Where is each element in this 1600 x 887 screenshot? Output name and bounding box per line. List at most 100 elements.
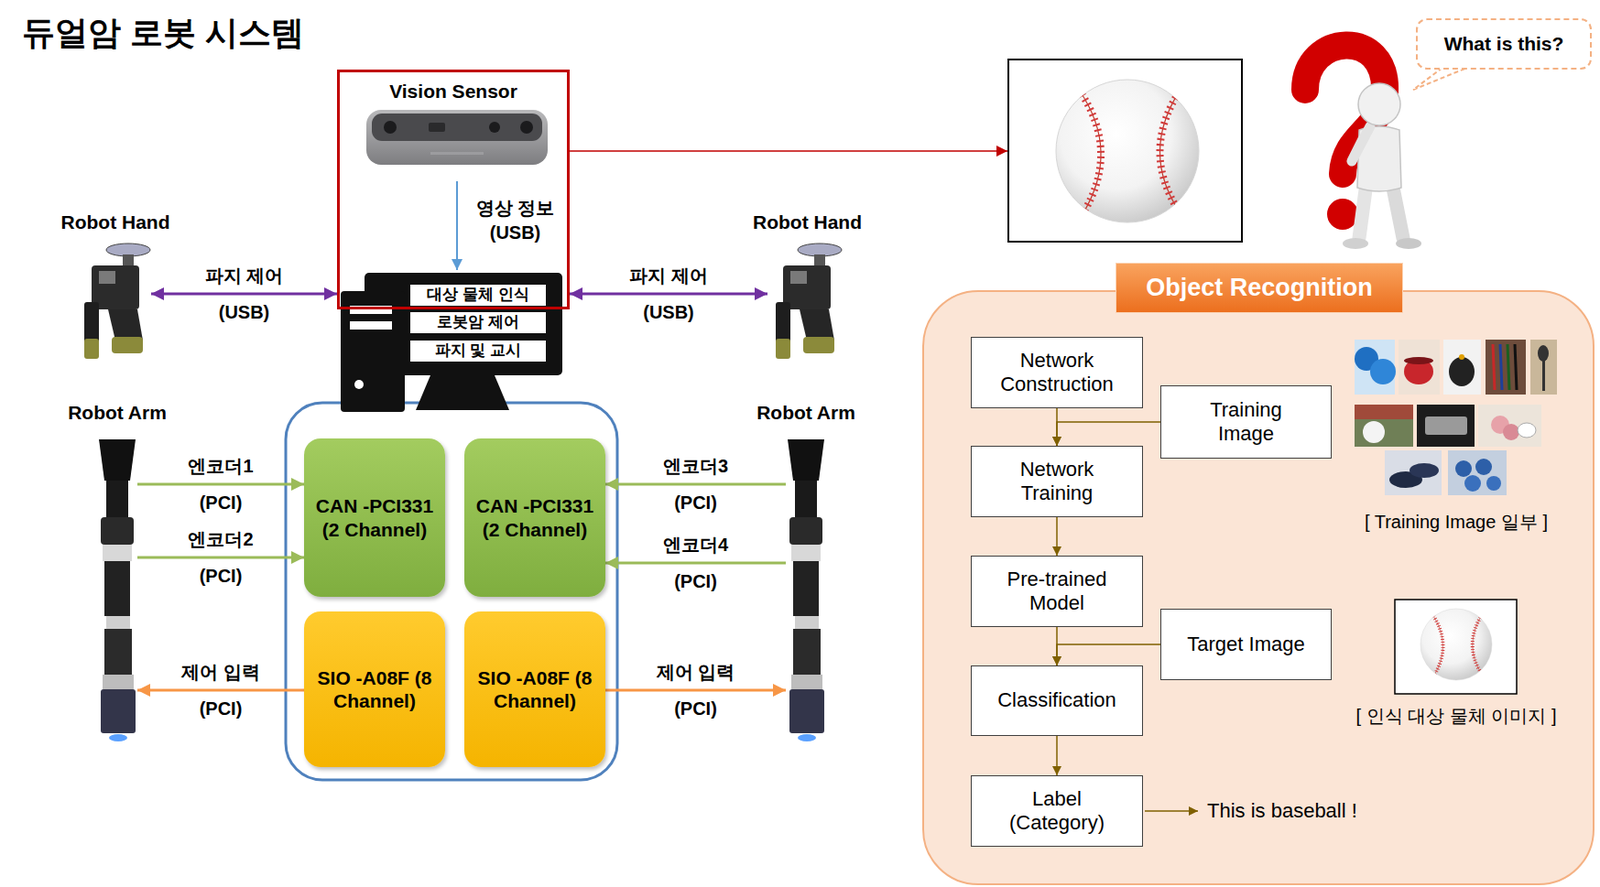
robot-arm-picture [787,439,825,742]
training-photo-grid [1500,344,1503,391]
training-photo-grid [1354,339,1395,395]
box-text: SIO -A08F (8 Channel) [315,666,435,713]
task-label-box: 로봇암 제어 [410,312,546,333]
robot-arm: Robot Arm [785,436,827,743]
training-photo-grid [1354,404,1414,447]
training-photo-grid [1447,450,1507,496]
edge-label: 엔코더3 (PCI) [645,447,747,522]
image-capture-arrow [569,150,1008,153]
computer-icon [349,321,392,330]
training-photo-grid [1370,359,1396,385]
robot-hand-picture [84,338,99,360]
connector-arrow [1055,517,1058,556]
vision-sensor-camera [428,122,446,132]
edge-label: 제어 입력 (PCI) [645,653,747,728]
box-text: CAN -PCI331 (2 Channel) [315,494,435,541]
computer-icon [340,272,563,413]
training-photo-grid [1502,424,1520,441]
connector-arrow [137,483,305,487]
training-photo-grid [1475,458,1492,476]
robot-hand: Robot Hand [767,242,848,362]
interface-board: SIO -A08F (8 Channel) [464,611,606,768]
connector-arrow [605,562,786,566]
box-text: Network Training [983,457,1131,507]
training-photo-grid [1458,354,1465,360]
task-label-box: 파지 및 교시 [410,340,546,361]
training-photo-grid [1486,476,1502,491]
robot-arm-picture [100,689,136,734]
connector-arrow [151,293,338,296]
robot-arm-picture [108,734,128,742]
speech-bubble: What is this? [1415,18,1592,70]
training-photo-grid [1354,404,1414,420]
connector-arrow [605,689,786,693]
training-photo-grid [1507,344,1510,391]
training-photo-grid [1404,357,1434,365]
baseball-picture [1159,87,1182,213]
robot-arm-picture [104,561,131,617]
robot-arm-picture [100,517,134,545]
training-photo-grid [1362,421,1385,444]
box-text: 로봇암 제어 [436,313,520,332]
edge-label: 제어 입력 (PCI) [170,653,272,728]
diagram-title: 듀얼암 로봇 시스템 [21,10,305,56]
question-figure [1358,83,1401,126]
process-box: Target Image [1160,609,1332,681]
box-text: CAN -PCI331 (2 Channel) [475,494,595,541]
heading-label: Robot Arm [756,401,856,425]
edge-label: 엔코더1 (PCI) [170,447,272,522]
box-text: Target Image [1186,632,1305,657]
edge-label: 엔코더4 (PCI) [645,526,747,600]
image-caption: [ Training Image 일부 ] [1337,511,1576,534]
panel-title-tab: Object Recognition [1115,262,1404,314]
process-box: Classification [970,665,1143,737]
baseball-picture [1055,79,1199,223]
box-text: 파지 및 교시 [435,341,522,360]
robot-hand-picture [108,309,143,341]
edge-label: 엔코더2 (PCI) [170,521,272,595]
interface-board: SIO -A08F (8 Channel) [304,611,446,768]
training-photo-grid [1455,460,1472,478]
process-box: Network Training [970,446,1143,518]
training-photo-grid [1485,339,1526,395]
heading-label: Robot Hand [752,210,862,234]
box-text: Classification [997,688,1117,713]
box-text: Vision Sensor [389,79,518,103]
box-text: 대상 물체 인식 [426,285,529,305]
training-photo-grid [1443,339,1481,395]
recognition-panel: Object RecognitionNetwork ConstructionTr… [923,291,1594,885]
signal-label: 영상 정보 (USB) [467,195,564,246]
result-text: This is baseball ! [1207,799,1358,824]
board-enclosure [285,402,618,781]
baseball-picture [1159,87,1182,213]
question-figure [1359,183,1367,239]
training-photo-grid [1398,339,1440,395]
question-figure [1342,238,1369,250]
computer-icon [354,380,364,390]
process-box: Label (Category) [970,775,1143,848]
box-text: Training Image [1182,398,1311,447]
question-figure [1305,44,1422,250]
computer-icon [340,291,405,413]
robot-arm-picture [102,544,132,562]
connector-arrow [1056,422,1161,447]
vision-sensor-camera [371,113,543,142]
training-photo-grid [1464,475,1481,492]
edge-label: 파지 제어 (USB) [618,257,719,331]
baseball-picture [1078,89,1101,215]
training-photo-grid [1514,344,1517,391]
training-photo-grid [1384,450,1442,496]
training-photo-grid [1416,404,1475,447]
robot-arm-picture [102,674,134,690]
process-box: Network Construction [970,337,1143,409]
interface-board: CAN -PCI331 (2 Channel) [464,438,606,598]
connector-arrow [1056,644,1161,666]
connector-arrow [137,556,305,560]
robot-arm-picture [104,629,132,675]
robot-hand-picture [775,243,842,360]
baseball-picture [1420,609,1492,681]
training-photo-grid [1448,357,1475,387]
